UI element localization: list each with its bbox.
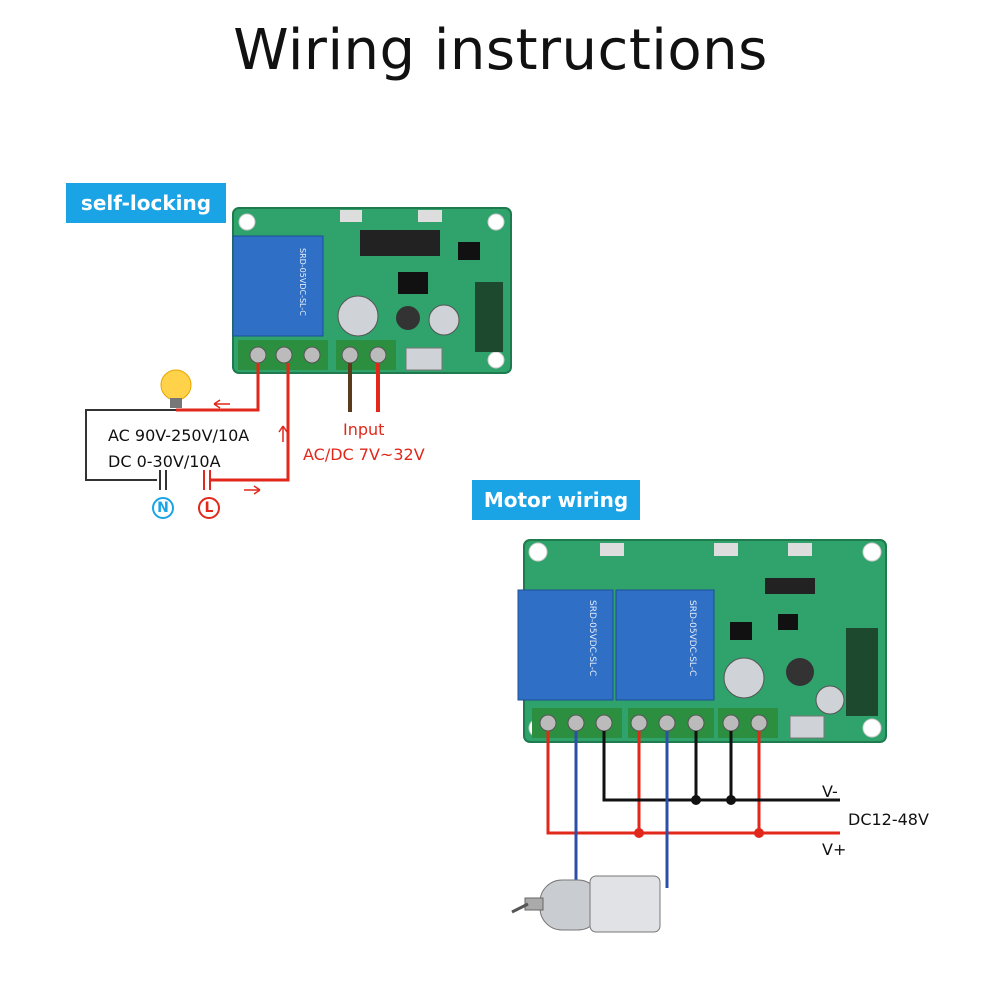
dual-relay-board: SRD-05VDC-SL-C SRD-05VDC-SL-C xyxy=(517,539,887,743)
load-ac-rating: AC 90V-250V/10A xyxy=(108,426,250,445)
v-plus-label: V+ xyxy=(822,840,847,859)
input-label: Input xyxy=(343,420,385,439)
self-locking-tag: self-locking xyxy=(66,183,226,223)
supply-voltage-label: DC12-48V xyxy=(848,810,929,829)
single-relay-board: SRD-05VDC-SL-C xyxy=(232,207,512,374)
gear-motor-icon xyxy=(511,875,661,933)
motor-wiring-tag: Motor wiring xyxy=(472,480,640,520)
motor-wires xyxy=(546,731,840,888)
load-dc-rating: DC 0-30V/10A xyxy=(108,452,221,471)
live-symbol: L xyxy=(198,497,220,519)
page-title: Wiring instructions xyxy=(233,18,768,83)
svg-text:SRD-05VDC-SL-C: SRD-05VDC-SL-C xyxy=(298,248,307,316)
svg-text:SRD-05VDC-SL-C: SRD-05VDC-SL-C xyxy=(687,600,697,676)
svg-text:SRD-05VDC-SL-C: SRD-05VDC-SL-C xyxy=(587,600,597,676)
v-minus-label: V- xyxy=(822,782,838,801)
light-bulb-icon xyxy=(160,369,192,408)
neutral-symbol: N xyxy=(152,497,174,519)
input-spec: AC/DC 7V~32V xyxy=(303,445,425,464)
